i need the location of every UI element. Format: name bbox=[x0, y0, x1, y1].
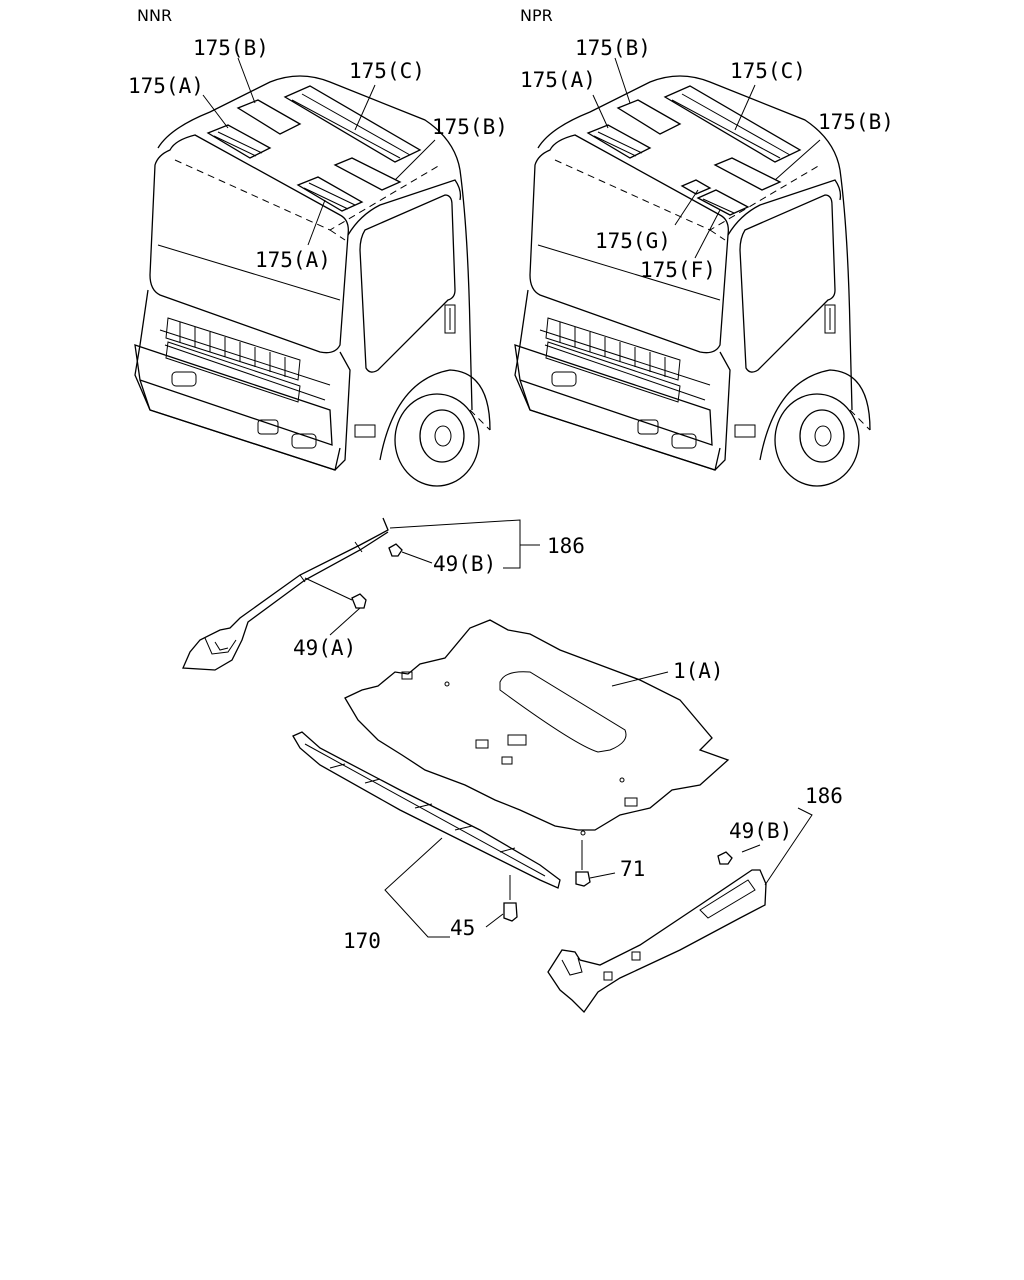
callout-npr-175b-top: 175(B) bbox=[575, 36, 651, 60]
front-pillar-trim-right bbox=[547, 869, 767, 1014]
callout-nnr-175b-right: 175(B) bbox=[432, 115, 508, 139]
callout-nnr-175c: 175(C) bbox=[349, 59, 425, 83]
callout-nnr-175a-bottom: 175(A) bbox=[255, 248, 331, 272]
screw-45 bbox=[503, 875, 518, 922]
callout-170: 170 bbox=[343, 929, 381, 953]
clip-49a bbox=[329, 593, 367, 636]
npr-cab-illustration bbox=[514, 57, 871, 487]
nnr-grille bbox=[165, 317, 301, 403]
clip-49b-top bbox=[388, 543, 433, 564]
callout-npr-175c: 175(C) bbox=[730, 59, 806, 83]
callout-186-top: 186 bbox=[547, 534, 585, 558]
callout-npr-175b-right: 175(B) bbox=[818, 110, 894, 134]
callout-npr-175f: 175(F) bbox=[640, 258, 716, 282]
clip-49b-bottom bbox=[717, 851, 733, 865]
callout-npr-175a: 175(A) bbox=[520, 68, 596, 92]
clip-71 bbox=[575, 840, 616, 887]
callout-nnr-175b-top: 175(B) bbox=[193, 36, 269, 60]
callout-45: 45 bbox=[450, 916, 475, 940]
front-pillar-trim-left bbox=[182, 517, 389, 671]
callout-49b-bottom: 49(B) bbox=[729, 819, 792, 843]
nnr-roof-pads bbox=[206, 85, 422, 212]
callout-1a: 1(A) bbox=[673, 659, 724, 683]
callout-49a: 49(A) bbox=[293, 636, 356, 660]
nnr-cab-illustration bbox=[134, 57, 491, 487]
callout-71: 71 bbox=[620, 857, 645, 881]
headliner-panel bbox=[344, 619, 730, 836]
nnr-model-label: NNR bbox=[137, 6, 172, 25]
npr-roof-pads bbox=[586, 85, 802, 216]
callout-186-bottom: 186 bbox=[805, 784, 843, 808]
callout-49b-top: 49(B) bbox=[433, 552, 496, 576]
callout-nnr-175a-top: 175(A) bbox=[128, 74, 204, 98]
front-header-rail bbox=[292, 731, 561, 889]
callout-npr-175g: 175(G) bbox=[595, 229, 671, 253]
npr-model-label: NPR bbox=[520, 6, 553, 25]
